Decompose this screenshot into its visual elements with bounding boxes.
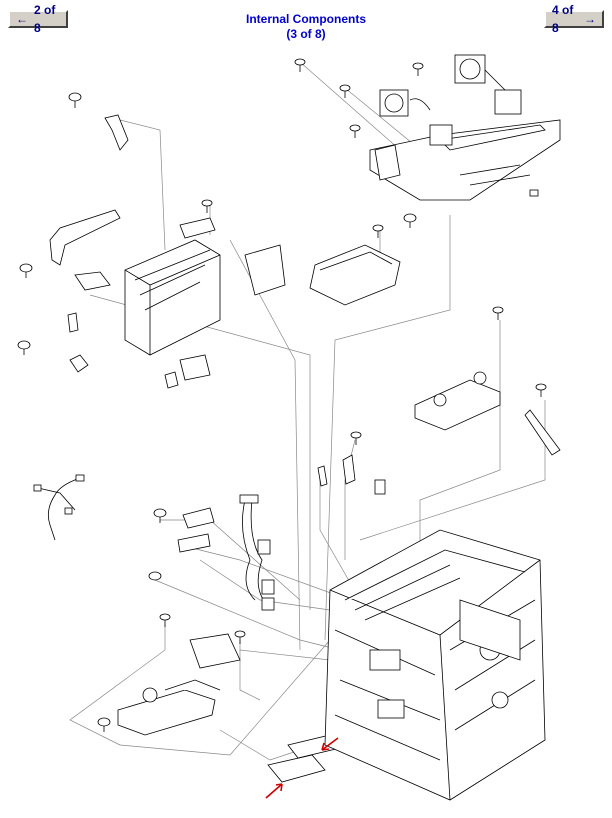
callout-arrow-2 <box>265 783 283 799</box>
next-page-button[interactable]: 4 of 8 → <box>544 3 604 35</box>
switch-parts <box>317 454 386 495</box>
screw-10 <box>17 340 31 355</box>
screw-2 <box>339 84 351 98</box>
screw-parts <box>17 58 547 732</box>
pickup-assembly <box>117 633 241 736</box>
center-tray <box>309 144 401 306</box>
page-subtitle: (3 of 8) <box>286 27 326 41</box>
roller-assembly <box>414 371 561 456</box>
screw-18 <box>97 717 111 732</box>
callout-arrow-1 <box>321 737 339 751</box>
screw-9 <box>19 263 33 278</box>
screw-16 <box>159 613 171 627</box>
screw-12 <box>535 383 547 397</box>
screw-7 <box>403 213 417 228</box>
screw-3 <box>412 62 424 76</box>
screw-8 <box>372 224 384 238</box>
fan-assembly <box>369 54 561 201</box>
screw-1 <box>294 58 306 72</box>
page-title-block: Internal Components (3 of 8) <box>0 12 612 42</box>
screw-4 <box>349 124 361 138</box>
controller-cage <box>124 217 286 381</box>
screw-6 <box>201 199 213 213</box>
wire-harness <box>33 474 85 541</box>
exploded-parts-diagram <box>17 54 561 801</box>
left-brackets <box>49 114 179 389</box>
main-chassis <box>324 529 546 801</box>
arrow-right-icon: → <box>584 12 596 26</box>
arrow-left-icon: ← <box>16 12 28 26</box>
screw-11 <box>492 306 504 320</box>
screw-5 <box>68 92 82 108</box>
prev-page-label: 2 of 8 <box>34 3 56 35</box>
screw-14 <box>153 508 167 523</box>
page-title: Internal Components <box>245 12 366 26</box>
screw-13 <box>350 431 362 445</box>
prev-page-button[interactable]: ← 2 of 8 <box>8 3 68 35</box>
screw-17 <box>234 630 246 644</box>
cable-assembly <box>177 494 275 611</box>
callout-arrows <box>265 737 339 799</box>
next-page-label: 4 of 8 <box>552 3 574 35</box>
screw-15 <box>148 571 162 581</box>
